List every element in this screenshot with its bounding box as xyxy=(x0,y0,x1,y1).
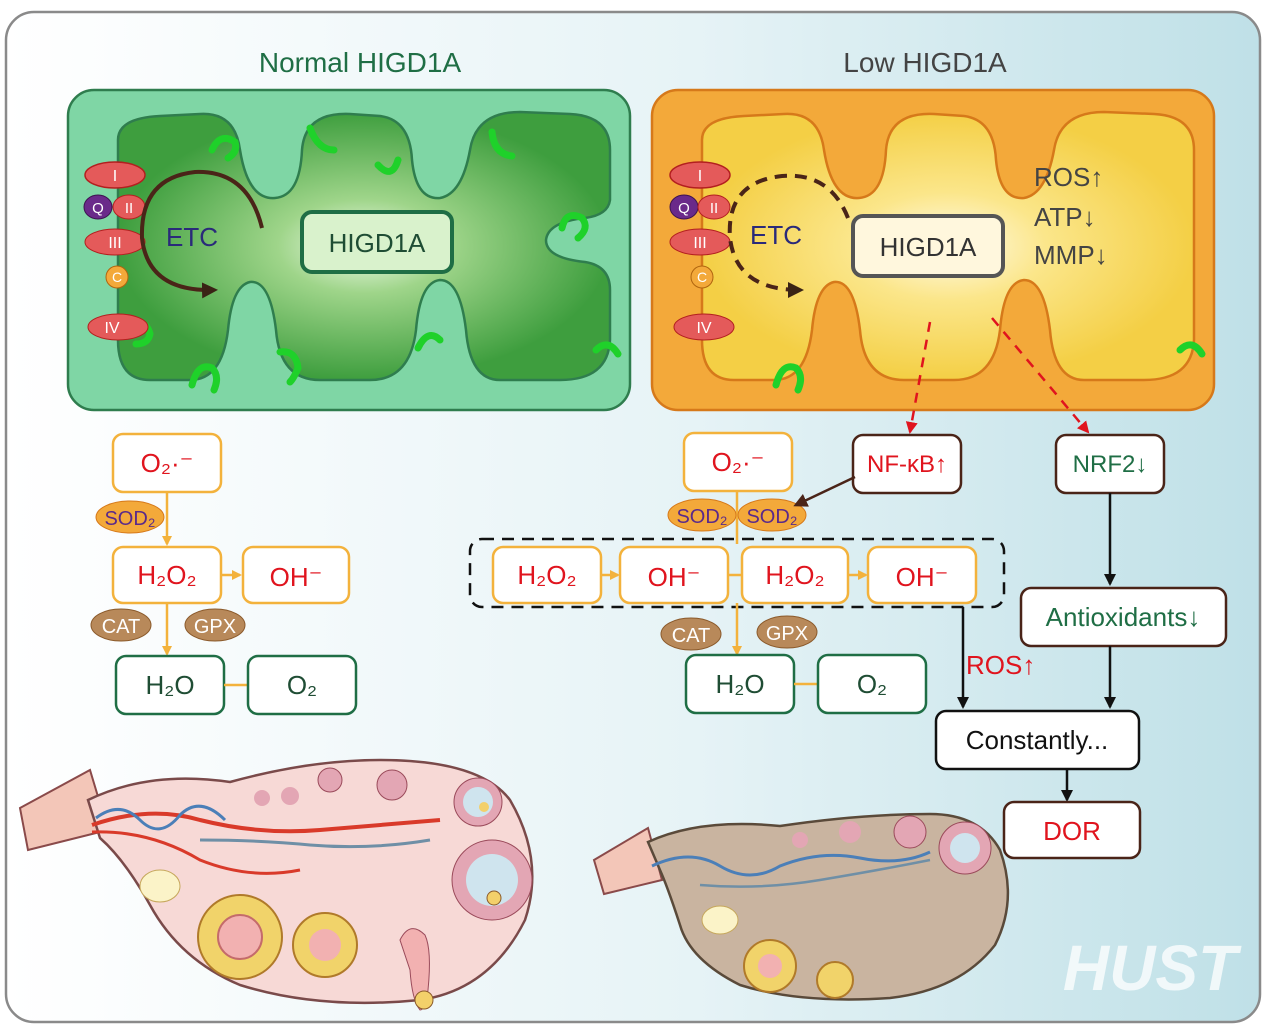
complexes-normal: I Q II III C IV xyxy=(83,161,149,341)
normal-ovary-illustration xyxy=(18,758,534,1011)
etc-arrow-normal xyxy=(139,169,264,299)
hust-watermark: HUST xyxy=(1063,932,1242,1004)
low-ovary-illustration xyxy=(592,812,1010,1001)
higd1a-box-normal xyxy=(300,210,454,274)
svg-text:Q: Q xyxy=(92,200,104,217)
svg-text:GPX: GPX xyxy=(194,616,236,638)
svg-text:H₂O₂: H₂O₂ xyxy=(765,560,824,590)
svg-text:H₂O: H₂O xyxy=(715,669,764,699)
svg-text:GPX: GPX xyxy=(766,623,808,645)
higd1a-box-low xyxy=(851,214,1005,278)
svg-text:OH⁻: OH⁻ xyxy=(270,562,323,592)
indicator-mmp: MMP↓ xyxy=(1034,240,1108,270)
indicator-atp: ATP↓ xyxy=(1034,202,1096,232)
svg-text:SOD₂: SOD₂ xyxy=(676,506,727,528)
svg-text:O₂: O₂ xyxy=(287,670,317,700)
dor-label: DOR xyxy=(1043,816,1101,846)
svg-text:III: III xyxy=(108,235,121,252)
heading-low: Low HIGD1A xyxy=(843,47,1007,78)
svg-text:IV: IV xyxy=(696,320,711,337)
ros-up-label: ROS↑ xyxy=(966,650,1035,680)
complexes-low: I Q II III C IV xyxy=(669,161,735,341)
svg-text:I: I xyxy=(113,168,117,185)
svg-text:SOD₂: SOD₂ xyxy=(104,508,155,530)
svg-text:Q: Q xyxy=(678,200,690,217)
arrow-to-nrf2 xyxy=(991,317,1090,434)
pathway-normal: O₂·⁻ SOD₂ H₂O₂ OH⁻ CAT GPX H₂O O₂ xyxy=(90,432,358,716)
nrf2-label: NRF2↓ xyxy=(1073,451,1148,478)
constantly-label: Constantly... xyxy=(966,725,1109,755)
svg-text:C: C xyxy=(112,269,122,285)
svg-text:O₂·⁻: O₂·⁻ xyxy=(141,448,194,478)
signaling-cascade: NF-κB↑ NRF2↓ Antioxidants↓ ROS↑ Constant… xyxy=(793,433,1228,860)
svg-text:SOD₂: SOD₂ xyxy=(746,506,797,528)
svg-text:OH⁻: OH⁻ xyxy=(896,562,949,592)
svg-text:OH⁻: OH⁻ xyxy=(648,562,701,592)
svg-text:III: III xyxy=(693,235,706,252)
etc-arrow-low xyxy=(727,173,850,298)
svg-text:H₂O₂: H₂O₂ xyxy=(137,560,196,590)
arrow-to-nfkb xyxy=(905,321,932,434)
etc-label-normal: ETC xyxy=(166,222,218,252)
nfkb-label: NF-κB↑ xyxy=(867,451,947,478)
svg-text:H₂O₂: H₂O₂ xyxy=(517,560,576,590)
svg-text:II: II xyxy=(710,200,718,217)
higd1a-label-low: HIGD1A xyxy=(880,232,977,262)
antioxidants-label: Antioxidants↓ xyxy=(1046,602,1201,632)
svg-text:CAT: CAT xyxy=(102,616,141,638)
svg-text:IV: IV xyxy=(104,320,119,337)
etc-label-low: ETC xyxy=(750,220,802,250)
svg-text:O₂·⁻: O₂·⁻ xyxy=(712,447,765,477)
svg-text:H₂O: H₂O xyxy=(145,670,194,700)
pathway-low: O₂·⁻ SOD₂ SOD₂ H₂O₂ OH⁻ H₂O₂ OH⁻ CAT GPX… xyxy=(468,431,1006,715)
svg-text:CAT: CAT xyxy=(672,625,711,647)
heading-normal: Normal HIGD1A xyxy=(259,47,462,78)
svg-text:C: C xyxy=(697,269,707,285)
svg-text:I: I xyxy=(698,168,702,185)
indicator-ros: ROS↑ xyxy=(1034,162,1103,192)
higd1a-label-normal: HIGD1A xyxy=(329,228,426,258)
svg-text:O₂: O₂ xyxy=(857,669,887,699)
svg-text:II: II xyxy=(125,200,133,217)
